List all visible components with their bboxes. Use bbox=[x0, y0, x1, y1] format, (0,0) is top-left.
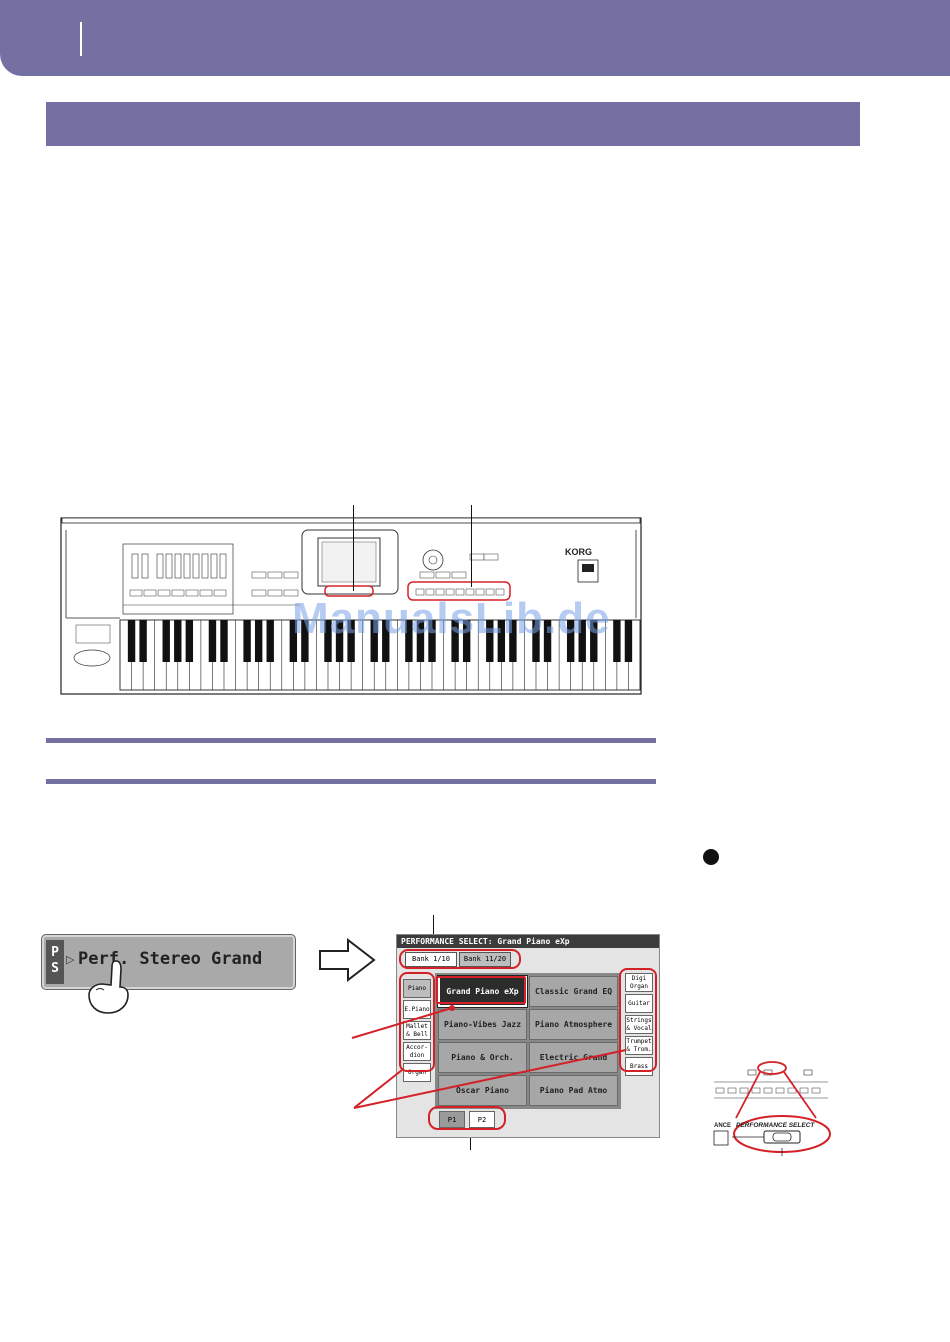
panel-detail: ANCE PERFORMANCE SELECT bbox=[713, 1061, 831, 1156]
brand-logo: KORG bbox=[565, 547, 592, 557]
black-key bbox=[174, 620, 182, 662]
black-key bbox=[370, 620, 378, 662]
bank-tab-1[interactable]: Bank 1/10 bbox=[405, 952, 457, 967]
screen-title: PERFORMANCE SELECT: Grand Piano eXp bbox=[397, 935, 659, 948]
black-key bbox=[624, 620, 633, 662]
category-trumpet-trom[interactable]: Trumpet & Trom. bbox=[625, 1036, 653, 1055]
black-key bbox=[416, 620, 425, 662]
page-tab-2[interactable]: P2 bbox=[469, 1111, 495, 1128]
black-key bbox=[139, 620, 147, 662]
performance-name: Perf. Stereo Grand bbox=[78, 949, 263, 969]
black-key bbox=[289, 620, 298, 662]
header-divider bbox=[80, 22, 82, 56]
highlight-pages bbox=[428, 1106, 506, 1130]
category-mallet-bell[interactable]: Mallet & Bell bbox=[403, 1021, 431, 1040]
category-piano[interactable]: Piano bbox=[403, 979, 431, 998]
category-organ[interactable]: Organ bbox=[403, 1063, 431, 1082]
triangle-icon: ▷ bbox=[66, 954, 75, 966]
rule-bottom bbox=[46, 779, 656, 784]
category-guitar[interactable]: Guitar bbox=[625, 994, 653, 1013]
pointer-lines bbox=[351, 1005, 627, 1109]
panel-label-left: ANCE bbox=[714, 1123, 731, 1129]
highlight-selected-cell bbox=[436, 976, 526, 1004]
black-key bbox=[462, 620, 471, 662]
ps-tag: P S bbox=[46, 940, 64, 984]
black-key bbox=[301, 620, 309, 662]
black-key bbox=[324, 620, 332, 662]
black-key bbox=[486, 620, 494, 662]
black-key bbox=[220, 620, 228, 662]
ps-tag-bottom: S bbox=[51, 961, 59, 976]
performance-cell-2[interactable]: Classic Grand EQ bbox=[529, 976, 618, 1007]
highlight-left-categories bbox=[399, 972, 435, 1072]
performance-cell-5[interactable]: Piano & Orch. bbox=[438, 1042, 527, 1073]
black-key bbox=[382, 620, 390, 662]
black-key bbox=[162, 620, 170, 662]
panel-label-performance-select: PERFORMANCE SELECT bbox=[736, 1122, 815, 1129]
black-key bbox=[335, 620, 344, 662]
arrow-right-icon bbox=[319, 938, 376, 982]
callout-line-pages bbox=[470, 1126, 471, 1150]
ps-tag-top: P bbox=[51, 945, 59, 960]
bank-tab-2[interactable]: Bank 11/20 bbox=[459, 952, 511, 967]
black-key bbox=[127, 620, 136, 662]
black-key bbox=[578, 620, 586, 662]
black-key bbox=[243, 620, 251, 662]
header-band bbox=[0, 0, 950, 76]
black-key bbox=[405, 620, 413, 662]
rule-top bbox=[46, 738, 656, 743]
callout-line-buttons bbox=[471, 505, 472, 587]
black-key bbox=[428, 620, 436, 662]
black-key bbox=[185, 620, 194, 662]
black-key bbox=[497, 620, 506, 662]
section-title-bar bbox=[46, 102, 860, 146]
black-key bbox=[613, 620, 621, 662]
category-strings-vocal[interactable]: Strings & Vocal bbox=[625, 1015, 653, 1034]
black-key bbox=[543, 620, 552, 662]
category-accordion[interactable]: Accor-dion bbox=[403, 1042, 431, 1061]
black-key bbox=[266, 620, 274, 662]
black-key bbox=[532, 620, 540, 662]
performance-cell-3[interactable]: Piano-Vibes Jazz bbox=[438, 1009, 527, 1040]
performance-cell-4[interactable]: Piano Atmosphere bbox=[529, 1009, 618, 1040]
black-key bbox=[208, 620, 217, 662]
page-tab-1[interactable]: P1 bbox=[439, 1111, 465, 1128]
keyboard-illustration: KORG bbox=[60, 517, 642, 695]
bullet-icon bbox=[703, 849, 719, 865]
highlight-banks bbox=[399, 949, 521, 969]
black-key bbox=[451, 620, 459, 662]
black-key bbox=[509, 620, 517, 662]
hand-pointer-icon bbox=[88, 960, 129, 1014]
black-key bbox=[566, 620, 575, 662]
callout-line-display bbox=[353, 505, 354, 591]
highlight-right-categories bbox=[619, 968, 657, 1072]
black-key bbox=[254, 620, 263, 662]
black-key bbox=[590, 620, 598, 662]
black-key bbox=[347, 620, 355, 662]
performance-button[interactable]: P S ▷ Perf. Stereo Grand bbox=[41, 934, 296, 1014]
watermark: ManualsLib.de bbox=[292, 594, 611, 643]
category-digi-organ[interactable]: Digi Organ bbox=[625, 973, 653, 992]
performance-cell-8[interactable]: Piano Pad Atmo bbox=[529, 1075, 618, 1106]
